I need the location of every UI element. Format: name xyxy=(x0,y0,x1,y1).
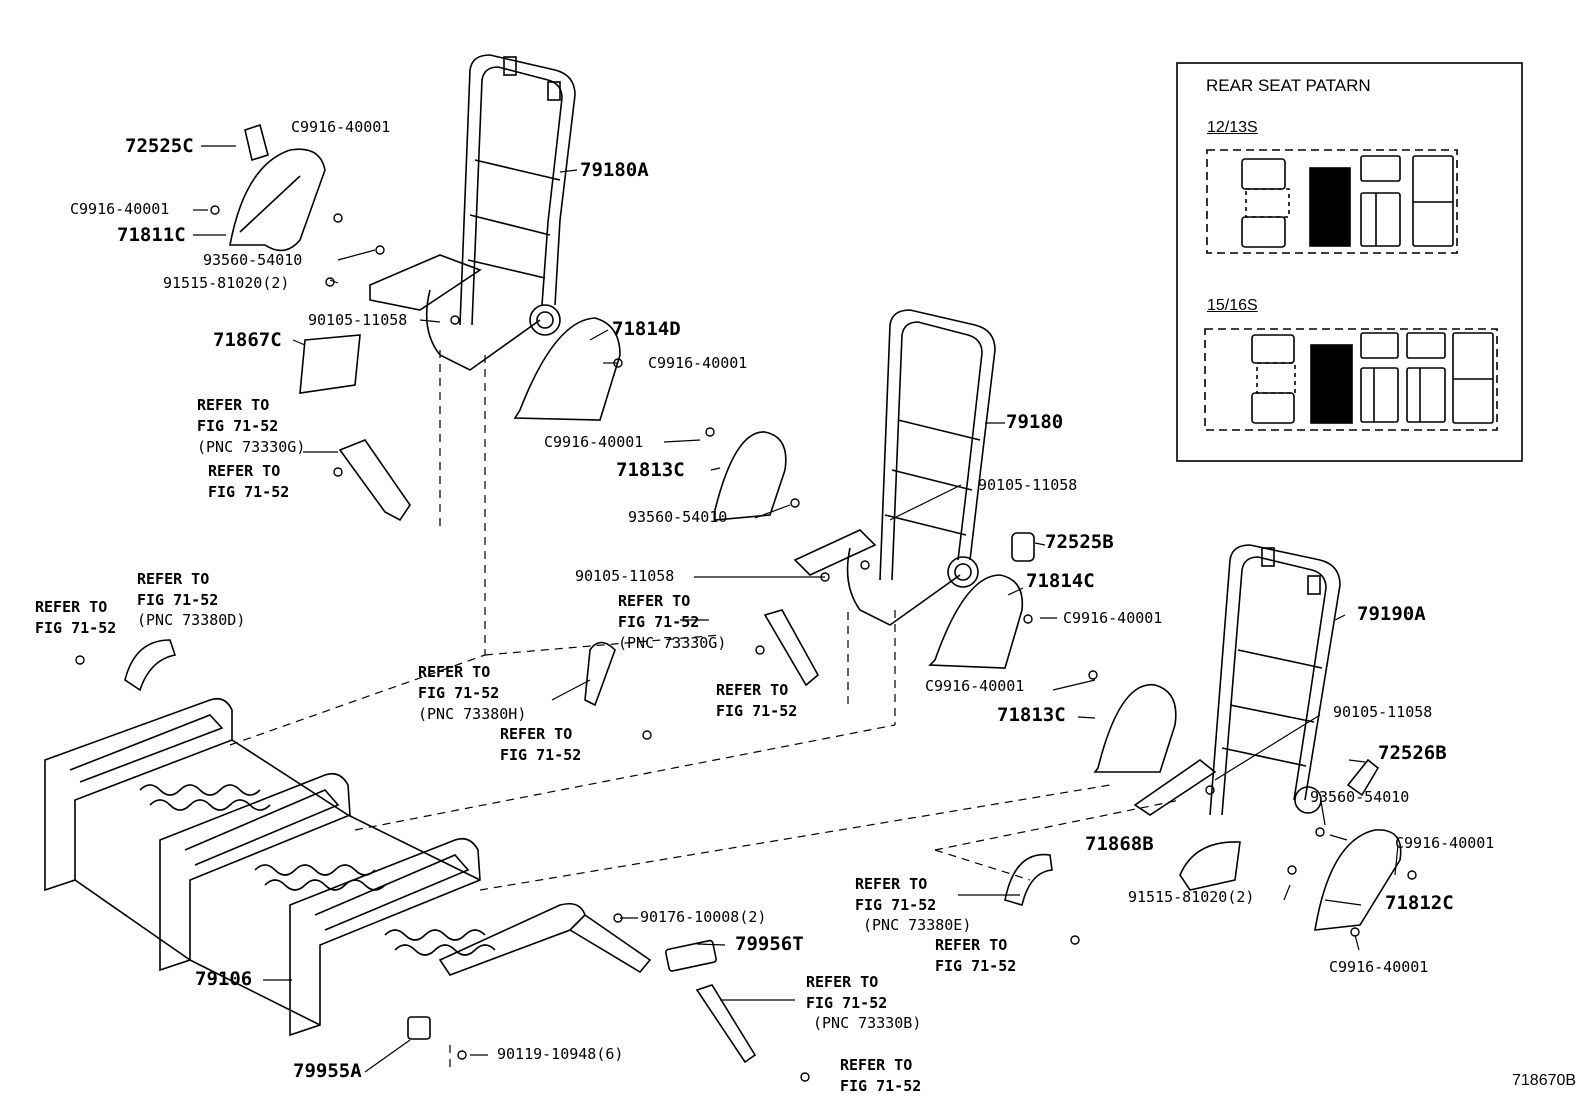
ref-11-line1: REFER TO xyxy=(806,973,879,991)
part-label-90105-a: 90105-11058 xyxy=(308,311,408,329)
ref-1-line1: REFER TO xyxy=(197,396,270,414)
assembly-lines xyxy=(229,350,1181,1070)
belt-mid-2 xyxy=(763,609,820,687)
bolts xyxy=(75,205,1417,1082)
ref-3-line2: FIG 71-52 xyxy=(137,591,219,609)
cover-71813c-right xyxy=(1093,684,1177,773)
ref-10-line2: FIG 71-52 xyxy=(935,957,1017,975)
part-label-91515-b: 91515-81020(2) xyxy=(1128,888,1255,906)
leader-lines xyxy=(193,145,1399,1073)
part-label-79955a: 79955A xyxy=(293,1060,362,1082)
figure-id: 718670B xyxy=(1512,1072,1577,1089)
part-label-90105-b: 90105-11058 xyxy=(978,476,1078,494)
part-79955a xyxy=(407,1016,431,1040)
belt-left xyxy=(338,439,411,522)
ref-5-line2: FIG 71-52 xyxy=(618,613,700,631)
part-79956t xyxy=(664,939,717,972)
ref-11-pnc: (PNC 73330B) xyxy=(813,1014,922,1032)
part-label-c9916-f: C9916-40001 xyxy=(925,677,1025,695)
part-label-71813c-b: 71813C xyxy=(997,704,1066,726)
ref-2-line1: REFER TO xyxy=(208,462,281,480)
part-label-71868b: 71868B xyxy=(1085,833,1154,855)
part-label-90105-d: 90105-11058 xyxy=(1333,703,1433,721)
panel-71868b xyxy=(1179,841,1241,891)
part-label-79106: 79106 xyxy=(195,968,253,990)
panel-71867c xyxy=(299,334,361,394)
part-label-72525b: 72525B xyxy=(1045,531,1114,553)
cover-71814d xyxy=(513,317,621,421)
part-label-c9916-e: C9916-40001 xyxy=(1063,609,1163,627)
part-label-91515-a: 91515-81020(2) xyxy=(163,274,290,292)
part-label-71814c: 71814C xyxy=(1026,570,1095,592)
belt-lower-mid xyxy=(695,984,757,1064)
seatback-frame-79190a xyxy=(1133,544,1341,816)
inset-title: REAR SEAT PATARN xyxy=(1206,76,1371,95)
ref-4-line1: REFER TO xyxy=(35,598,108,616)
part-label-c9916-c: C9916-40001 xyxy=(648,354,748,372)
cover-71812c xyxy=(1314,829,1402,931)
part-label-90105-c: 90105-11058 xyxy=(575,567,675,585)
ref-7-line1: REFER TO xyxy=(716,681,789,699)
cap-72526b xyxy=(1346,758,1380,797)
belt-right xyxy=(1004,853,1053,907)
ref-6-pnc: (PNC 73380H) xyxy=(418,705,527,723)
ref-1-pnc: (PNC 73330G) xyxy=(197,438,306,456)
part-label-79180: 79180 xyxy=(1006,411,1064,433)
ref-11-line2: FIG 71-52 xyxy=(806,994,888,1012)
ref-12-line1: REFER TO xyxy=(840,1056,913,1074)
part-label-71867c: 71867C xyxy=(213,329,282,351)
ref-6-line1: REFER TO xyxy=(418,663,491,681)
ref-3-line1: REFER TO xyxy=(137,570,210,588)
cap-72525b xyxy=(1011,532,1035,562)
ref-4-line2: FIG 71-52 xyxy=(35,619,117,637)
ref-12-line2: FIG 71-52 xyxy=(840,1077,922,1095)
seat-pattern-inset xyxy=(1176,62,1523,462)
part-label-93560-c: 93560-54010 xyxy=(1310,788,1410,806)
pattern-15-16s-label: 15/16S xyxy=(1207,297,1258,314)
ref-6-line2: FIG 71-52 xyxy=(418,684,500,702)
part-label-93560-b: 93560-54010 xyxy=(628,508,728,526)
part-label-90119: 90119-10948(6) xyxy=(497,1045,624,1063)
ref-5-pnc: (PNC 73330G) xyxy=(618,634,727,652)
ref-8-line2: FIG 71-52 xyxy=(500,746,582,764)
part-label-79180a: 79180A xyxy=(580,159,649,181)
part-label-c9916-a: C9916-40001 xyxy=(291,118,391,136)
ref-10-line1: REFER TO xyxy=(935,936,1008,954)
seatback-frame-79180 xyxy=(793,309,996,626)
cushion-frames-79106 xyxy=(44,697,652,1037)
seatback-frame-79180a xyxy=(369,54,576,371)
ref-7-line2: FIG 71-52 xyxy=(716,702,798,720)
part-label-c9916-g: C9916-40001 xyxy=(1395,834,1495,852)
part-label-71813c-a: 71813C xyxy=(616,459,685,481)
ref-2-line2: FIG 71-52 xyxy=(208,483,290,501)
part-label-71812c: 71812C xyxy=(1385,892,1454,914)
cover-71811c xyxy=(229,123,326,252)
ref-9-pnc: (PNC 73380E) xyxy=(863,916,972,934)
part-label-79190a: 79190A xyxy=(1357,603,1426,625)
part-label-c9916-d: C9916-40001 xyxy=(544,433,644,451)
part-label-71811c: 71811C xyxy=(117,224,186,246)
ref-1-line2: FIG 71-52 xyxy=(197,417,279,435)
cover-71814c xyxy=(928,574,1024,669)
part-label-72526b: 72526B xyxy=(1378,742,1447,764)
part-label-93560-a: 93560-54010 xyxy=(203,251,303,269)
part-label-c9916-h: C9916-40001 xyxy=(1329,958,1429,976)
ref-9-line1: REFER TO xyxy=(855,875,928,893)
part-label-72525c: 72525C xyxy=(125,135,194,157)
pattern-12-13s-label: 12/13S xyxy=(1207,119,1258,136)
cover-71813c-mid xyxy=(714,431,787,521)
ref-8-line1: REFER TO xyxy=(500,725,573,743)
ref-3-pnc: (PNC 73380D) xyxy=(137,611,246,629)
part-label-71814d: 71814D xyxy=(612,318,681,340)
part-label-c9916-b: C9916-40001 xyxy=(70,200,170,218)
part-label-79956t: 79956T xyxy=(735,933,804,955)
part-label-90176: 90176-10008(2) xyxy=(640,908,767,926)
ref-9-line2: FIG 71-52 xyxy=(855,896,937,914)
belt-lower-left xyxy=(124,639,177,692)
ref-5-line1: REFER TO xyxy=(618,592,691,610)
belt-mid-1 xyxy=(584,641,616,707)
